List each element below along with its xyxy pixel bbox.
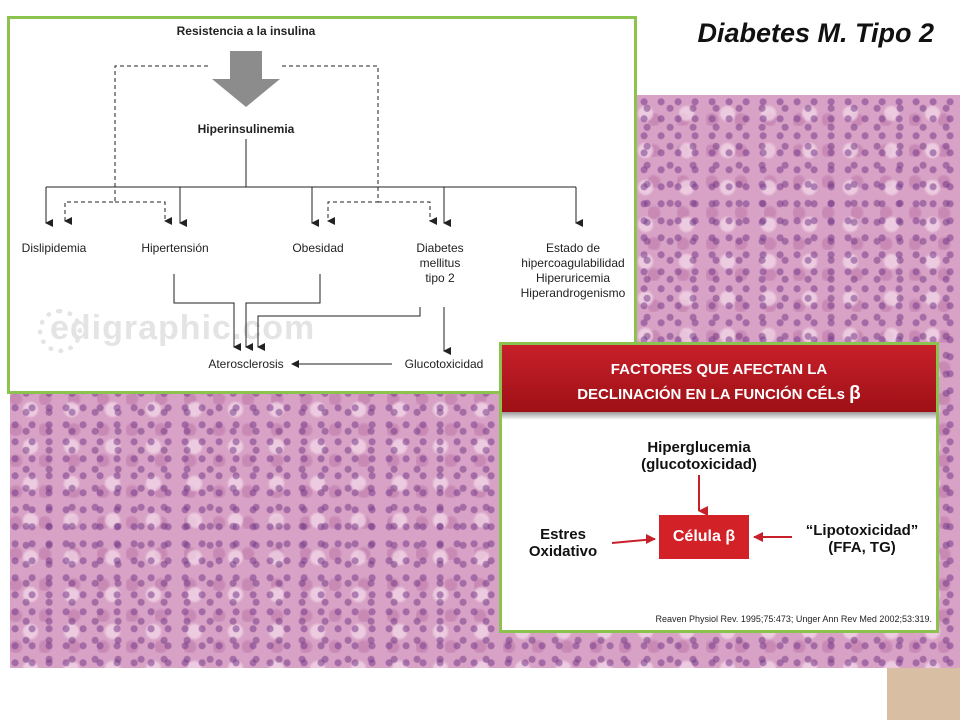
label-dislipidemia: Dislipidemia <box>21 241 87 255</box>
label-estado: Estado de hipercoagulabilidad Hiperurice… <box>520 241 626 300</box>
dashed-right-b <box>378 201 437 225</box>
dashed-right <box>282 65 379 225</box>
label-aterosclerosis: Aterosclerosis <box>208 357 284 371</box>
reference-citation: Reaven Physiol Rev. 1995;75:473; Unger A… <box>655 614 932 624</box>
label-lipotoxicidad: “Lipotoxicidad” (FFA, TG) <box>805 522 919 556</box>
arrow-estres <box>611 534 656 544</box>
label-diabetes: Diabetes mellitus tipo 2 <box>416 241 464 285</box>
diagram-b-arrows <box>611 475 792 544</box>
corner-block <box>887 668 960 720</box>
watermark-text: edigraphic.com <box>50 309 316 347</box>
watermark-seal <box>38 309 82 353</box>
big-down-arrow <box>212 51 280 107</box>
label-obesidad: Obesidad <box>292 241 344 255</box>
banner-line-1: FACTORES QUE AFECTAN LA <box>610 361 828 378</box>
beta-cell-factors-diagram: FACTORES QUE AFECTAN LA DECLINACIÓN EN L… <box>499 342 939 633</box>
beta-symbol: β <box>849 383 861 404</box>
dashed-left-b <box>115 201 172 225</box>
label-hipertension: Hipertensión <box>141 241 209 255</box>
label-estres: Estres Oxidativo <box>528 526 598 560</box>
beta-cell-box: Célula β <box>659 515 749 559</box>
factors-banner: FACTORES QUE AFECTAN LA DECLINACIÓN EN L… <box>502 345 936 412</box>
label-glucotoxicidad: Glucotoxicidad <box>404 357 484 371</box>
label-resistencia: Resistencia a la insulina <box>176 24 316 38</box>
label-hiperinsulinemia: Hiperinsulinemia <box>197 122 295 136</box>
insulin-resistance-diagram: edigraphic.com Resistencia a <box>7 16 637 394</box>
diagram-a-connectors <box>45 51 583 368</box>
slide-title: Diabetes M. Tipo 2 <box>697 18 934 48</box>
dashed-left <box>64 65 208 225</box>
banner-line-2: DECLINACIÓN EN LA FUNCIÓN CÉLs β <box>577 383 861 404</box>
banner-shadow <box>502 412 936 420</box>
label-hiperglucemia: Hiperglucemia (glucotoxicidad) <box>641 439 757 473</box>
